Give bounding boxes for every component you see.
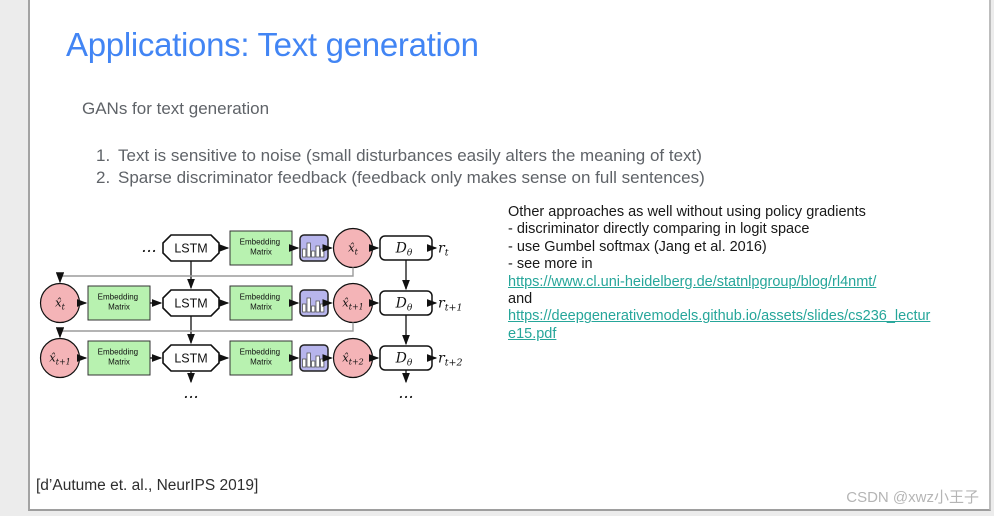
list-item-number: 1. [96, 146, 111, 165]
list-item-text: Text is sensitive to noise (small distur… [118, 146, 702, 165]
discriminator-node: Dθ [379, 345, 433, 371]
slide-subtitle: GANs for text generation [82, 99, 270, 118]
gan-text-generation-diagram: LSTM Embedding Matrix ... [39, 227, 463, 402]
numbered-list: 1. Text is sensitive to noise (small dis… [96, 145, 705, 188]
notes-line: and [508, 291, 533, 308]
list-item: 1. Text is sensitive to noise (small dis… [96, 145, 705, 167]
link-cs236-lecture15-pdf[interactable]: https://deepgenerativemodels.github.io/a… [508, 308, 931, 342]
svg-text:Dθ: Dθ [395, 241, 413, 259]
list-item-text: Sparse discriminator feedback (feedback … [118, 167, 705, 187]
csdn-watermark: CSDN @xwz小王子 [846, 489, 979, 506]
generated-token-node: x̂t+1 [332, 282, 374, 324]
continuation-dots: ... [183, 383, 198, 402]
generated-token-node: x̂t+2 [332, 337, 374, 379]
list-item-number: 2. [96, 167, 111, 187]
reward-label: rt+1 [438, 296, 463, 314]
slide-title: Applications: Text generation [66, 26, 479, 63]
generated-token-node: x̂t [332, 227, 374, 269]
discriminator-node: Dθ [379, 290, 433, 316]
svg-text:x̂t+1: x̂t+1 [342, 296, 364, 312]
feedback-connector [55, 322, 354, 339]
list-item: 2. Sparse discriminator feedback (feedba… [96, 167, 705, 189]
svg-text:x̂t+2: x̂t+2 [342, 351, 364, 367]
feedback-connector [55, 267, 354, 284]
continuation-dots: ... [141, 237, 156, 256]
notes-block: Other approaches as well without using p… [508, 204, 994, 343]
svg-text:Dθ: Dθ [395, 296, 413, 314]
svg-text:x̂t: x̂t [348, 241, 359, 257]
citation: [d’Autume et. al., NeurIPS 2019] [36, 477, 259, 494]
svg-text:Dθ: Dθ [395, 351, 413, 369]
svg-text:x̂t: x̂t [55, 296, 66, 312]
input-token-node: x̂t+1 [39, 337, 81, 379]
svg-text:x̂t+1: x̂t+1 [49, 351, 71, 367]
reward-label: rt+2 [438, 351, 463, 369]
continuation-dots: ... [398, 383, 413, 402]
presentation-slide: Applications: Text generation GANs for t… [28, 0, 991, 511]
discriminator-node: Dθ [379, 235, 433, 261]
reward-label: rt [438, 241, 449, 259]
notes-line: - see more in [508, 256, 593, 273]
link-heidelberg-rl4nmt[interactable]: https://www.cl.uni-heidelberg.de/statnlp… [508, 273, 877, 290]
notes-line: - use Gumbel softmax (Jang et al. 2016) [508, 238, 767, 255]
notes-line: Other approaches as well without using p… [508, 204, 866, 220]
notes-line: - discriminator directly comparing in lo… [508, 221, 810, 238]
input-token-node: x̂t [39, 282, 81, 324]
